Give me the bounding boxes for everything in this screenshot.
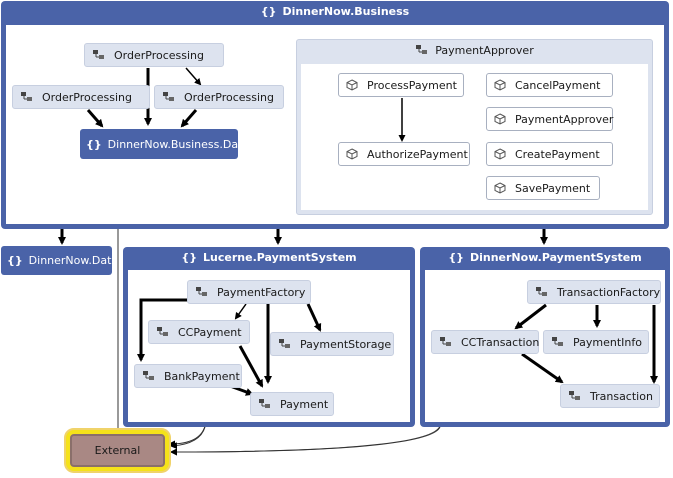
class-title: PaymentApprover: [435, 44, 534, 57]
class-icon: [552, 337, 563, 346]
node-transaction[interactable]: Transaction: [560, 384, 660, 408]
braces-icon: {}: [181, 251, 198, 264]
node-transaction-factory[interactable]: TransactionFactory: [527, 280, 661, 304]
node-label: Transaction: [590, 389, 653, 403]
edge-lucerne-to-external: [168, 425, 206, 448]
node-order-processing-right[interactable]: OrderProcessing: [154, 85, 284, 109]
method-label: CancelPayment: [515, 78, 601, 92]
method-label: PaymentApprover: [515, 112, 614, 126]
method-save-payment[interactable]: SavePayment: [486, 176, 600, 200]
class-icon: [163, 92, 174, 101]
node-label: Payment: [280, 397, 329, 411]
class-icon: [440, 337, 451, 346]
method-label: CreatePayment: [515, 147, 600, 161]
cube-icon: [494, 148, 506, 160]
group-title: DinnerNow.PaymentSystem: [469, 251, 642, 264]
node-cc-transaction[interactable]: CCTransaction: [431, 330, 539, 354]
braces-icon: {}: [7, 254, 23, 267]
node-label: PaymentInfo: [573, 335, 642, 349]
cube-icon: [346, 79, 358, 91]
node-label: TransactionFactory: [557, 285, 661, 299]
group-title: Lucerne.PaymentSystem: [203, 251, 357, 264]
node-label: External: [94, 444, 141, 457]
class-icon: [196, 287, 207, 296]
node-bank-payment[interactable]: BankPayment: [134, 364, 242, 388]
class-icon: [569, 391, 580, 400]
cube-icon: [494, 182, 506, 194]
braces-icon: {}: [86, 137, 102, 151]
method-label: ProcessPayment: [367, 78, 457, 92]
node-payment-factory[interactable]: PaymentFactory: [187, 280, 311, 304]
node-payment-storage[interactable]: PaymentStorage: [270, 332, 394, 356]
node-label: CCTransaction: [461, 335, 540, 349]
method-process-payment[interactable]: ProcessPayment: [338, 73, 464, 97]
node-label: PaymentStorage: [300, 337, 392, 351]
node-label: OrderProcessing: [114, 48, 204, 62]
cube-icon: [346, 148, 358, 160]
class-icon: [279, 339, 290, 348]
node-cc-payment[interactable]: CCPayment: [148, 320, 250, 344]
group-title: DinnerNow.Business: [282, 5, 410, 18]
cube-icon: [494, 113, 506, 125]
class-icon: [21, 92, 32, 101]
edge-dnpayment-to-external: [170, 425, 441, 456]
method-cancel-payment[interactable]: CancelPayment: [486, 73, 613, 97]
node-label: CCPayment: [178, 325, 242, 339]
node-external[interactable]: External: [70, 434, 165, 467]
method-authorize-payment[interactable]: AuthorizePayment: [338, 142, 470, 166]
node-payment-info[interactable]: PaymentInfo: [543, 330, 649, 354]
class-icon: [416, 45, 428, 54]
node-order-processing-left[interactable]: OrderProcessing: [12, 85, 150, 109]
class-icon: [157, 327, 168, 336]
node-label: OrderProcessing: [184, 90, 274, 104]
class-icon: [93, 50, 104, 59]
node-label: DinnerNow.Business.Data: [107, 137, 250, 151]
cube-icon: [494, 79, 506, 91]
node-label: OrderProcessing: [42, 90, 132, 104]
node-order-processing-top[interactable]: OrderProcessing: [84, 43, 224, 67]
class-icon: [143, 371, 154, 380]
node-label: DinnerNow.Data: [28, 254, 119, 267]
node-payment[interactable]: Payment: [250, 392, 334, 416]
braces-icon: {}: [260, 5, 277, 18]
node-dinnernow-data[interactable]: {} DinnerNow.Data: [1, 246, 118, 275]
braces-icon: {}: [448, 251, 464, 264]
method-payment-approver[interactable]: PaymentApprover: [486, 107, 613, 131]
method-create-payment[interactable]: CreatePayment: [486, 142, 613, 166]
node-label: BankPayment: [164, 369, 240, 383]
node-dinnernow-business-data[interactable]: {} DinnerNow.Business.Data: [80, 129, 249, 159]
method-label: AuthorizePayment: [367, 147, 468, 161]
class-icon: [259, 399, 270, 408]
class-icon: [536, 287, 547, 296]
node-label: PaymentFactory: [217, 285, 306, 299]
method-label: SavePayment: [515, 181, 591, 195]
